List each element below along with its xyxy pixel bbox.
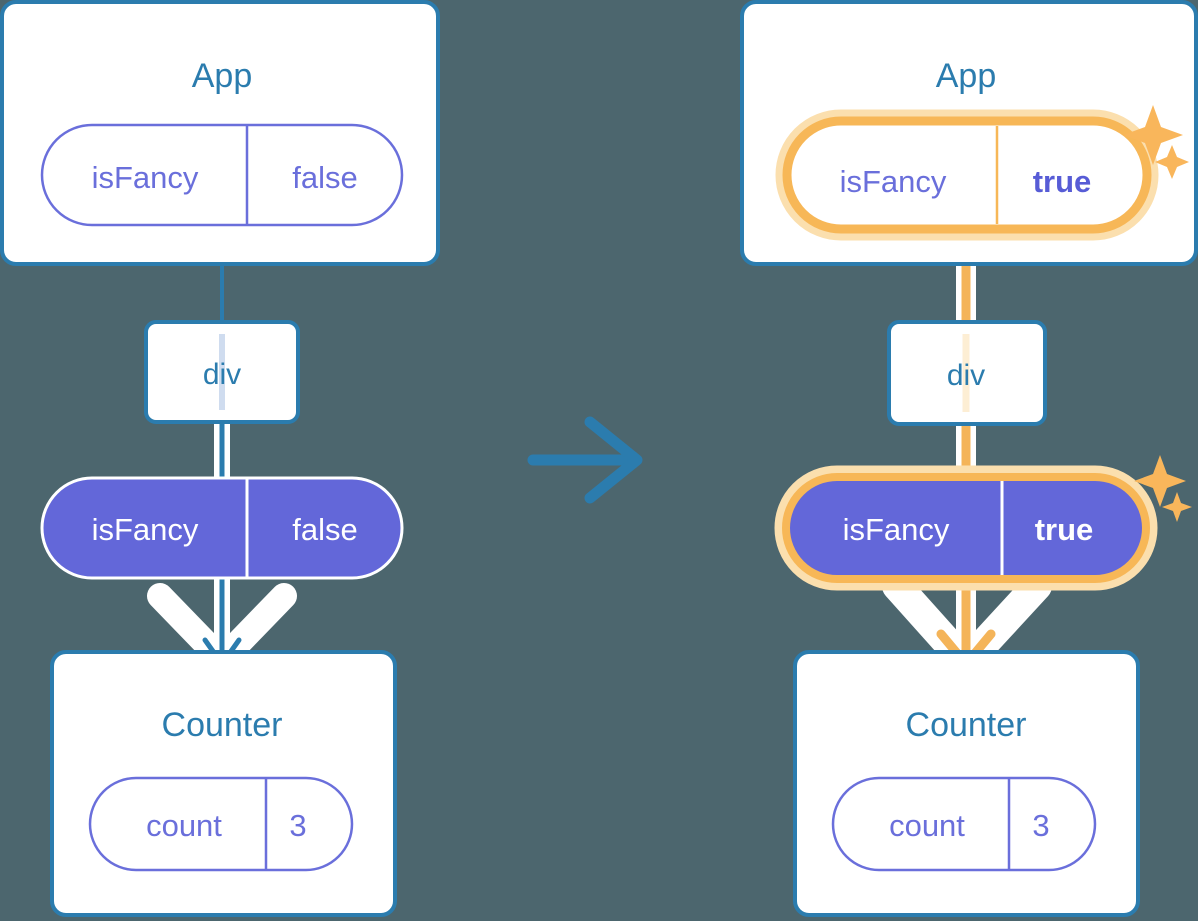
state-pill-counter-left[interactable]: count 3 xyxy=(88,776,354,872)
transition-arrow xyxy=(527,416,643,504)
state-pill-app-right-key: isFancy xyxy=(840,164,947,199)
state-pill-app-left[interactable]: isFancy false xyxy=(40,123,404,227)
div-box-left[interactable]: div xyxy=(144,320,300,424)
state-pill-counter-left-value: 3 xyxy=(289,808,306,843)
app-title-right: App xyxy=(936,57,997,95)
state-pill-app-right[interactable]: isFancy true xyxy=(775,109,1159,241)
state-pill-counter-right-value: 3 xyxy=(1032,808,1049,843)
state-pill-counter-left-key: count xyxy=(146,808,222,843)
sparkle-icon-app-right xyxy=(1123,105,1189,179)
counter-box-left[interactable]: Counter count 3 xyxy=(50,650,397,917)
state-pill-app-left-value: false xyxy=(292,160,357,195)
prop-pill-left-value: false xyxy=(292,512,357,547)
app-box-right[interactable]: App isFancy true xyxy=(740,0,1198,266)
state-pill-counter-right-key: count xyxy=(889,808,965,843)
panel-after: App isFancy true div xyxy=(740,0,1198,917)
state-pill-app-left-key: isFancy xyxy=(92,160,199,195)
state-pill-app-right-value: true xyxy=(1033,164,1092,199)
panel-before: App isFancy false div isFancy xyxy=(0,0,440,917)
counter-title-right: Counter xyxy=(906,706,1027,744)
prop-pill-right-key: isFancy xyxy=(843,512,950,547)
prop-pill-right-value: true xyxy=(1035,512,1094,547)
div-label-right: div xyxy=(947,359,985,392)
prop-pill-left-key: isFancy xyxy=(92,512,199,547)
app-box-left[interactable]: App isFancy false xyxy=(0,0,440,266)
app-title-left: App xyxy=(192,57,253,95)
counter-box-right[interactable]: Counter count 3 xyxy=(793,650,1140,917)
counter-title-left: Counter xyxy=(162,706,283,744)
prop-pill-left[interactable]: isFancy false xyxy=(40,476,404,580)
sparkle-icon-prop-right xyxy=(1134,455,1192,522)
div-label-left: div xyxy=(203,358,241,391)
state-pill-counter-right[interactable]: count 3 xyxy=(831,776,1097,872)
prop-pill-right[interactable]: isFancy true xyxy=(774,455,1192,591)
div-box-right[interactable]: div xyxy=(887,320,1047,426)
